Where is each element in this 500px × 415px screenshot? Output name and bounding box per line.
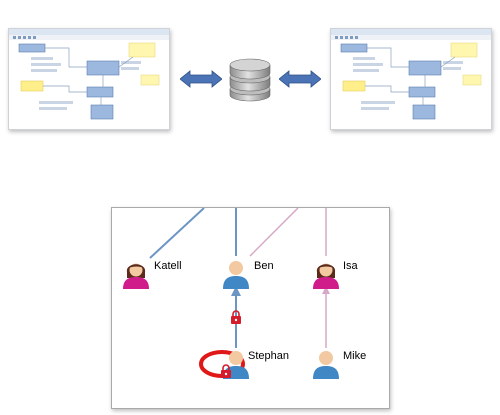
right-diagram-screenshot <box>330 28 492 130</box>
male-user-icon[interactable] <box>222 258 250 290</box>
user-label-katell: Katell <box>154 260 182 272</box>
female-user-icon[interactable] <box>122 258 150 290</box>
male-user-icon[interactable] <box>312 348 340 380</box>
collaboration-panel: Katell Ben Isa <box>111 207 390 409</box>
user-label-isa: Isa <box>343 260 358 272</box>
arrowhead-up-icon <box>322 286 330 294</box>
arrowhead-up-icon <box>231 286 241 296</box>
double-arrow-icon <box>278 70 322 88</box>
diagram-screenshot-icon <box>9 29 169 120</box>
katell-connector <box>149 208 205 259</box>
user-label-ben: Ben <box>254 260 274 272</box>
connection-lines <box>149 208 330 348</box>
database-icon <box>228 55 272 103</box>
double-arrow-icon <box>179 70 223 88</box>
left-diagram-screenshot <box>8 28 170 130</box>
ben-pink-connector <box>249 208 299 257</box>
lock-icon <box>230 310 242 324</box>
female-user-icon[interactable] <box>312 258 340 290</box>
user-label-mike: Mike <box>343 350 367 362</box>
lock-icon <box>220 364 232 378</box>
user-label-stephan: Stephan <box>248 350 289 362</box>
diagram-screenshot-icon <box>331 29 491 120</box>
